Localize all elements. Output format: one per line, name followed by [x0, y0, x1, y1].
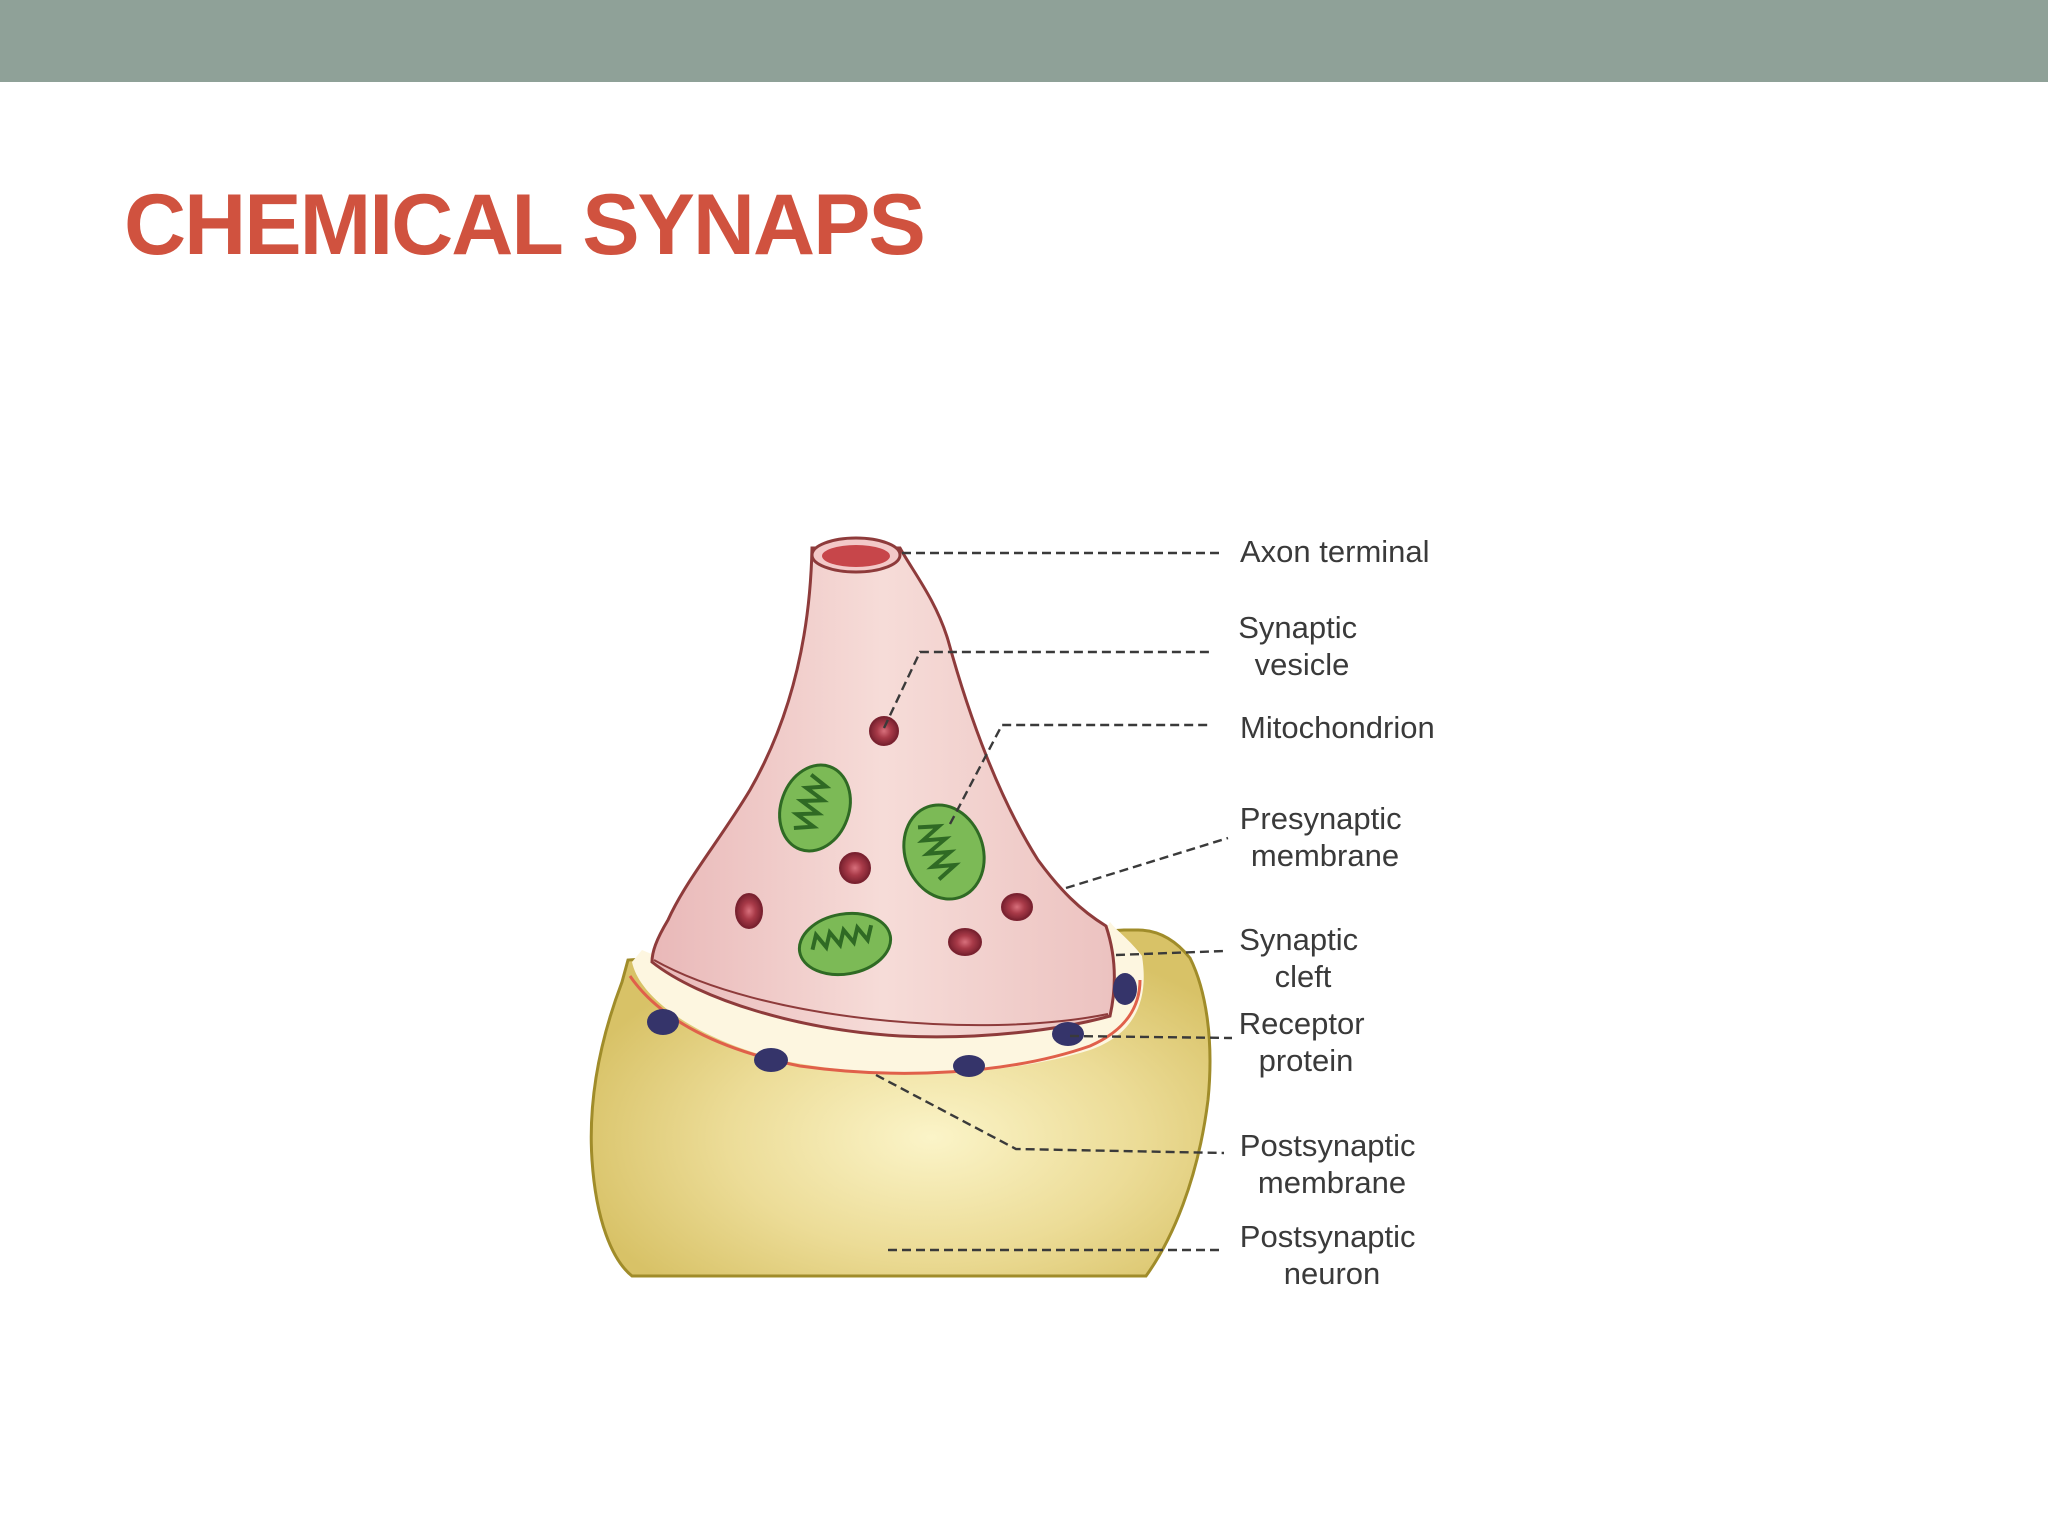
- postsynaptic-membrane-line: [628, 975, 1142, 1075]
- receptor-proteins: [647, 973, 1137, 1077]
- label-presynaptic-membrane: Presynaptic membrane: [1240, 801, 1411, 873]
- vesicle: [1001, 893, 1033, 921]
- label-synaptic-cleft: Synaptic cleft: [1239, 922, 1367, 994]
- leader-lines: [875, 551, 1233, 1252]
- header-bar: [0, 0, 2048, 82]
- label-axon-terminal: Axon terminal: [1240, 534, 1430, 569]
- label-postsynaptic-membrane: Postsynaptic membrane: [1240, 1128, 1424, 1200]
- axon-terminal-shape: [650, 546, 1116, 1039]
- mitochondrion-1: [778, 763, 852, 853]
- label-receptor-protein: Receptor protein: [1239, 1006, 1373, 1078]
- slide-title: CHEMICAL SYNAPS: [124, 177, 926, 273]
- receptor: [1052, 1022, 1084, 1046]
- vesicle: [735, 893, 763, 929]
- receptor: [647, 1009, 679, 1035]
- receptor: [754, 1048, 788, 1072]
- vesicle: [948, 928, 982, 956]
- receptor: [953, 1055, 985, 1077]
- vesicle: [839, 852, 871, 884]
- mitochondrion-3: [797, 911, 893, 977]
- label-postsynaptic-neuron: Postsynaptic neuron: [1240, 1219, 1424, 1291]
- vesicle: [869, 716, 899, 746]
- mitochondrion-2: [902, 803, 986, 901]
- receptor: [1113, 973, 1137, 1005]
- label-synaptic-vesicle: Synaptic vesicle: [1238, 610, 1366, 682]
- label-mitochondrion: Mitochondrion: [1240, 710, 1435, 745]
- synaptic-vesicles: [735, 716, 1033, 956]
